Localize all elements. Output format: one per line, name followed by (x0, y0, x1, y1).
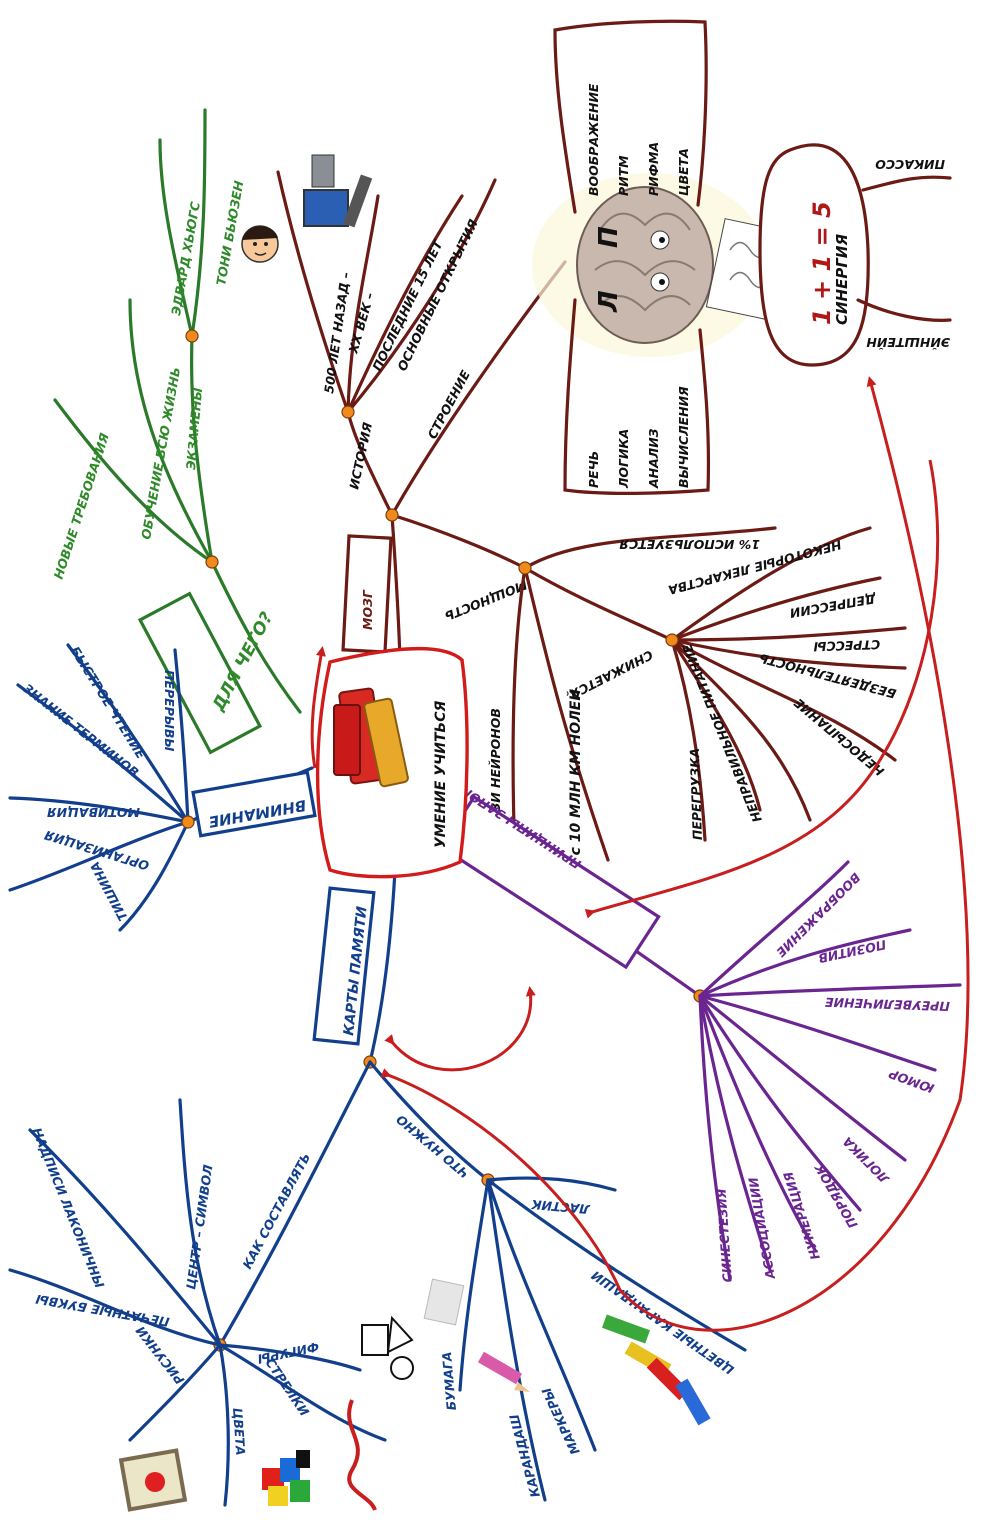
power-label: МОЩНОСТЬ (442, 577, 529, 624)
memory-label-box (439, 794, 661, 970)
synergy-person: ПИКАССО (875, 157, 945, 172)
pencil-icon (477, 1351, 530, 1392)
right-function: РИТМ (616, 155, 631, 196)
why-item: ОБУЧЕНИЕ ВСЮ ЖИЗНЬ (138, 366, 183, 541)
structure-label: СТРОЕНИЕ (424, 367, 473, 441)
memory-branch: ПРИНЦИПЫ ЗАПОМИНАНИЯ ВООБРАЖЕНИЕ ПОЗИТИВ… (404, 748, 962, 1283)
attention-label-box (191, 770, 317, 838)
left-function: АНАЛИЗ (646, 428, 661, 489)
why-item: ТОНИ БЬЮЗЕН (213, 179, 246, 287)
how-item: ФИГУРЫ (256, 1339, 320, 1367)
person-icon (241, 225, 279, 263)
right-function: ЦВЕТА (676, 148, 691, 196)
computer-icon (303, 154, 373, 228)
left-function: РЕЧЬ (586, 451, 601, 488)
need-item: МАРКЕРЫ (539, 1385, 583, 1457)
memory-item: ПРЕУВЕЛИЧЕНИЕ (824, 995, 950, 1014)
maps-label-box (312, 886, 376, 1046)
how-item: ПЕЧАТНЫЕ БУКВЫ (34, 1292, 170, 1330)
left-function: ВЫЧИСЛЕНИЯ (676, 386, 691, 488)
memory-item: АССОЦИАЦИИ (745, 1176, 778, 1281)
right-function: РИФМА (646, 142, 661, 196)
decrease-item: СТРЕССЫ (813, 637, 880, 654)
why-item: ЭКЗАМЕНЫ (183, 387, 205, 470)
synergy-label: СИНЕРГИЯ (833, 234, 851, 325)
why-item: НОВЫЕ ТРЕБОВАНИЯ (51, 431, 113, 581)
why-node (205, 555, 219, 569)
colored-pencils-icon (601, 1314, 711, 1426)
synergy-box (758, 143, 870, 367)
need-item: КАРАНДАШ (506, 1412, 543, 1499)
how-item: ЦВЕТА (230, 1407, 248, 1456)
attention-item: ТИШИНА (87, 859, 131, 923)
power-used: 1% ИСПОЛЬЗУЕТСЯ (619, 537, 760, 552)
arrows-icon (347, 1399, 377, 1511)
brain-icon (532, 173, 795, 357)
history-item: XX ВЕК – (345, 291, 377, 356)
attention-item: ПЕРЕРЫВЫ (162, 670, 177, 751)
picture-icon (118, 1448, 188, 1512)
attention-item-motivation: МОТИВАЦИЯ (47, 805, 140, 820)
attention-node (181, 815, 195, 829)
history-node (341, 405, 355, 419)
power-node (518, 561, 532, 575)
left-function: ЛОГИКА (616, 429, 631, 489)
brain-node (385, 508, 399, 522)
shapes-icon (361, 1315, 414, 1380)
left-hemisphere-letter: Л (594, 290, 624, 313)
relation-arrows (310, 376, 970, 1332)
memory-item: ЮМОР (887, 1066, 936, 1096)
books-icon (333, 687, 409, 788)
brain-label: МОЗГ (360, 589, 375, 630)
decreases-node (665, 633, 679, 647)
colors-icon (262, 1450, 310, 1506)
decrease-item: НЕДОСЫПАНИЕ (791, 695, 887, 779)
attention-branch: ВНИМАНИЕ ПЕРЕРЫВЫ БЫСТРОЕ ЧТЕНИЕ ЗНАНИЕ … (8, 643, 317, 932)
history-label: ИСТОРИЯ (346, 421, 375, 491)
central-topic-title: УМЕНИЕ УЧИТЬСЯ (433, 701, 449, 848)
need-item: ЛАСТИК (530, 1197, 591, 1217)
paper-icon (423, 1278, 465, 1326)
need-item: БУМАГА (439, 1351, 459, 1411)
decrease-item: ПЕРЕГРУЗКА (687, 748, 705, 841)
decreases-label: СНИЖАЕТСЯ (567, 647, 655, 702)
why-label-box (137, 591, 263, 755)
memory-item: ЛОГИКА (840, 1134, 893, 1187)
maps-branch: КАРТЫ ПАМЯТИ КАК СОСТАВЛЯТЬ ЦЕНТР – СИМВ… (8, 868, 747, 1512)
power-scale: 1 с 10 МЛН КМ НОЛЕЙ (567, 689, 584, 870)
how-label: КАК СОСТАВЛЯТЬ (239, 1150, 313, 1271)
synergy-formula: 1 + 1 = 5 (808, 201, 836, 325)
central-topic: УМЕНИЕ УЧИТЬСЯ (315, 646, 469, 879)
how-item: ЦЕНТР – СИМВОЛ (183, 1163, 215, 1290)
memory-item: НУМЕРАЦИЯ (780, 1170, 823, 1262)
memory-item: ПОЗИТИВ (817, 937, 888, 966)
how-item-laconic: НАДПИСИ ЛАКОНИЧНЫ (29, 1126, 107, 1291)
history-item: 500 ЛЕТ НАЗАД – (321, 271, 353, 395)
why-subnode (185, 329, 199, 343)
right-function: ВООБРАЖЕНИЕ (586, 83, 601, 196)
memory-item: СИНЕСТЕЗИЯ (713, 1188, 735, 1283)
synergy-person: ЭЙНШТЕЙН (866, 335, 950, 350)
need-label: ЧТО НУЖНО (393, 1112, 472, 1182)
right-hemisphere-letter: П (594, 226, 624, 248)
memory-item: ПОРЯДОК (811, 1161, 860, 1231)
